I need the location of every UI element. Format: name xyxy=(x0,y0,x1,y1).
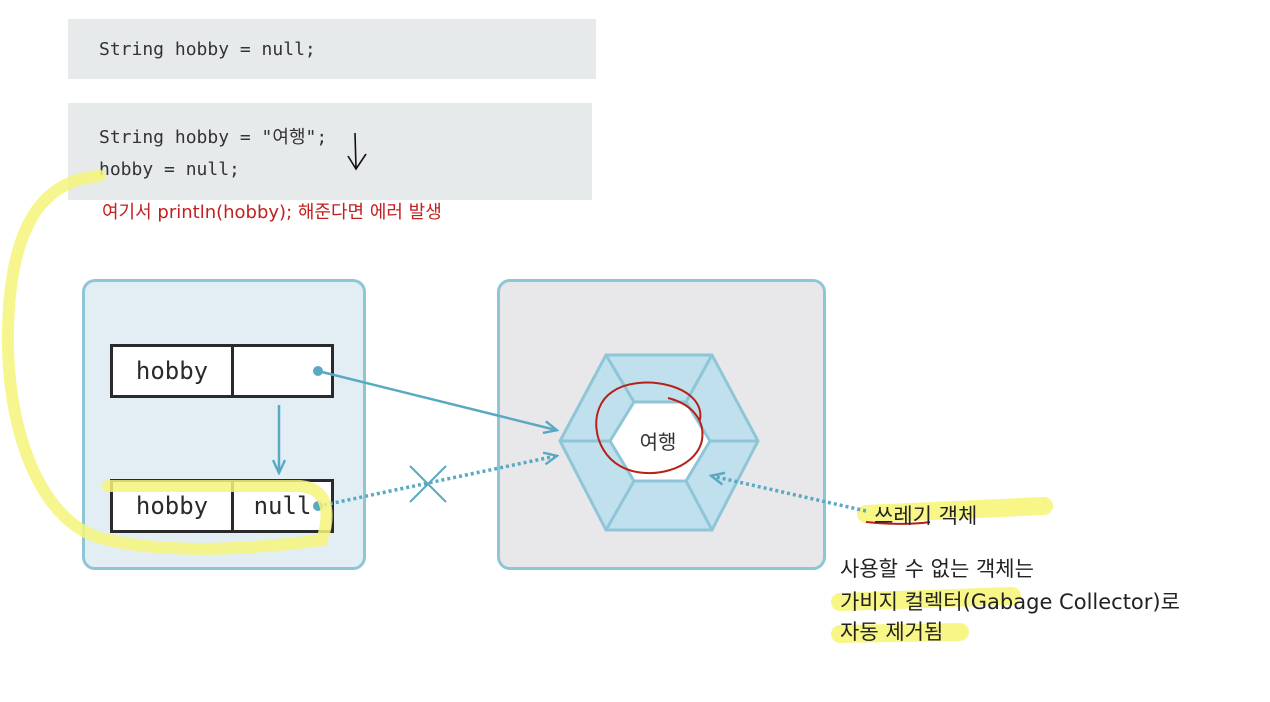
code-line: String hobby = null; xyxy=(99,39,316,60)
handwritten-down-arrow xyxy=(347,132,367,171)
red-circle-annotation xyxy=(595,381,704,475)
highlight-trash-title xyxy=(857,497,1053,523)
description-line: 자동 제거됨 xyxy=(840,620,944,644)
garbage-object-label: 쓰레기 객체 xyxy=(874,504,978,528)
reference-arrow xyxy=(317,369,556,430)
highlight-desc-line3 xyxy=(831,623,969,643)
description-line: 가비지 컬렉터(Gabage Collector)로 xyxy=(840,590,1180,614)
red-underline xyxy=(865,521,931,525)
string-object-hexagon xyxy=(558,353,760,532)
code-line: String hobby = "여행"; xyxy=(99,127,328,148)
garbage-pointer-arrow xyxy=(712,476,867,513)
cross-mark xyxy=(409,465,447,503)
highlight-desc-line2 xyxy=(831,587,1021,611)
description-line: 사용할 수 없는 객체는 xyxy=(840,557,1034,581)
code-line: hobby = null; xyxy=(99,159,240,180)
code-block-2: String hobby = "여행"; hobby = null; xyxy=(68,103,592,200)
broken-reference-arrow xyxy=(323,456,556,507)
object-value-label: 여행 xyxy=(639,430,677,454)
highlight-loop xyxy=(1,170,333,555)
variable-name-cell: hobby xyxy=(110,344,234,398)
error-note: 여기서 println(hobby); 해준다면 에러 발생 xyxy=(102,202,442,223)
code-block-1: String hobby = null; xyxy=(68,19,596,79)
